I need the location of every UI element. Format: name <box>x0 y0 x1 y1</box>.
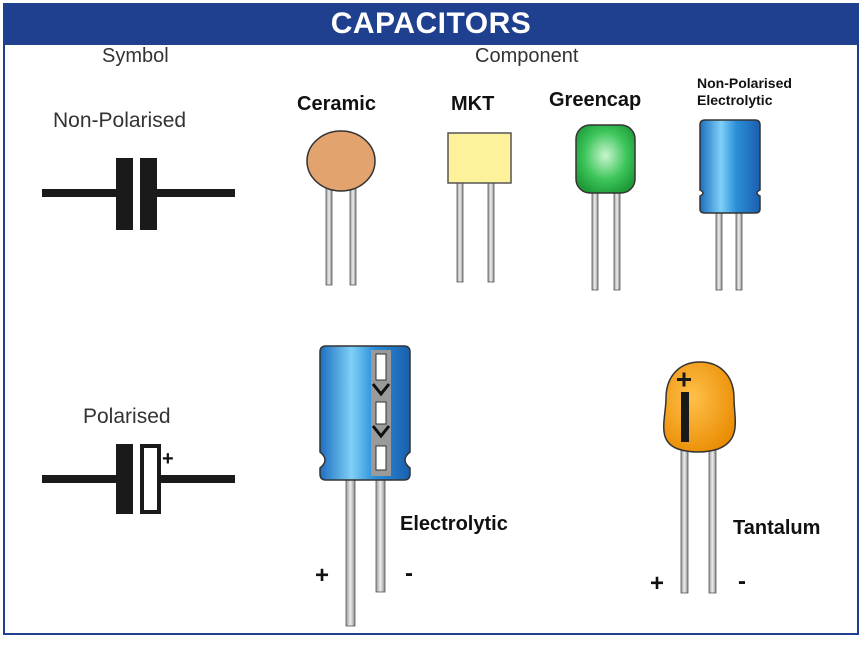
component-column-header: Component <box>475 45 579 67</box>
diagram-title: CAPACITORS <box>3 3 859 45</box>
polarised-symbol <box>42 444 235 514</box>
tantalum-plus-sign: + <box>650 570 665 597</box>
non-polarised-row-label: Non-Polarised <box>53 109 187 132</box>
tantalum-label: Tantalum <box>733 517 821 539</box>
non-polarised-electrolytic-capacitor <box>699 119 761 291</box>
tantalum-capacitor <box>663 361 736 594</box>
polarised-row-label: Polarised <box>83 405 171 428</box>
polarised-symbol-plus-sign: + <box>162 448 174 470</box>
symbol-column-header: Symbol <box>102 45 169 67</box>
np-electrolytic-label-line2: Electrolytic <box>697 92 773 108</box>
ceramic-label: Ceramic <box>297 93 376 115</box>
tantalum-minus-sign: - <box>738 568 746 595</box>
electrolytic-plus-sign: + <box>315 562 330 589</box>
mkt-label: MKT <box>451 93 495 115</box>
non-polarised-symbol <box>42 158 235 230</box>
electrolytic-minus-sign: - <box>405 560 413 587</box>
greencap-capacitor <box>575 124 636 291</box>
ceramic-capacitor <box>306 130 376 286</box>
electrolytic-label: Electrolytic <box>400 513 508 535</box>
mkt-capacitor <box>447 132 512 283</box>
greencap-label: Greencap <box>549 89 642 111</box>
electrolytic-capacitor <box>319 345 411 627</box>
np-electrolytic-label-line1: Non-Polarised <box>697 75 792 91</box>
